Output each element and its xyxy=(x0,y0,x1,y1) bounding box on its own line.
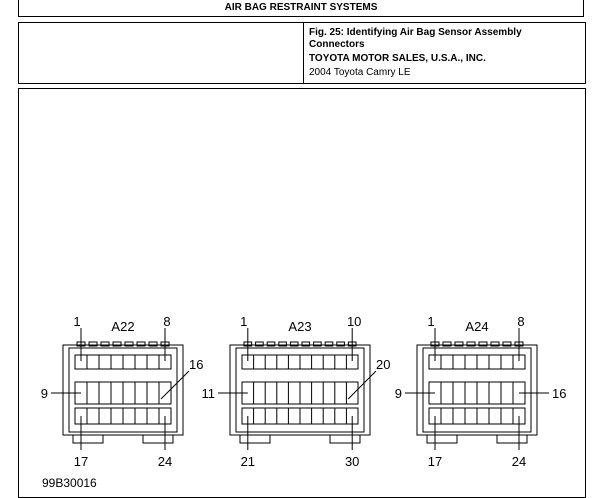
pin-label-top-right: 10 xyxy=(347,314,361,329)
connector-tab-left xyxy=(72,435,104,444)
vehicle: 2004 Toyota Camry LE xyxy=(309,67,411,78)
figure-info-box: Fig. 25: Identifying Air Bag Sensor Asse… xyxy=(18,22,586,84)
connector-lug xyxy=(266,341,276,347)
pin-label-top-left: 1 xyxy=(240,314,247,329)
connector-lug xyxy=(88,341,98,347)
pin-label-mid-right: 16 xyxy=(552,386,566,401)
pin-label-top-left: 1 xyxy=(427,314,434,329)
pin-label-bot-right: 30 xyxy=(345,454,359,469)
pin-label-mid-left: 9 xyxy=(41,386,48,401)
pin-label-top-right: 8 xyxy=(517,314,524,329)
connector-a23: A23 1 10 11 20 21 30 xyxy=(202,314,391,469)
pin-label-bot-right: 24 xyxy=(158,454,172,469)
figure-caption: Fig. 25: Identifying Air Bag Sensor Asse… xyxy=(309,27,522,50)
connector-lug xyxy=(148,341,158,347)
pin-label-mid-right: 16 xyxy=(189,357,203,372)
publisher: TOYOTA MOTOR SALES, U.S.A., INC. xyxy=(309,53,486,64)
connector-lug xyxy=(255,341,264,347)
connector-tab-right xyxy=(496,435,528,444)
connector-lug xyxy=(136,341,146,347)
connector-name: A22 xyxy=(111,319,134,334)
connector-name: A23 xyxy=(288,319,311,334)
pin-label-bot-left: 17 xyxy=(428,454,442,469)
pin-label-mid-left: 11 xyxy=(202,386,216,401)
pin-label-bot-left: 17 xyxy=(74,454,88,469)
leader-mid-right xyxy=(160,370,190,400)
pin-label-top-left: 1 xyxy=(73,314,80,329)
connector-tab-right xyxy=(329,435,361,444)
pin-label-bot-left: 21 xyxy=(241,454,255,469)
connector-body xyxy=(229,344,371,436)
connector-tab-left xyxy=(239,435,271,444)
info-divider xyxy=(303,23,304,83)
connector-lug xyxy=(466,341,476,347)
connector-lug xyxy=(442,341,452,347)
connector-lug xyxy=(301,341,311,347)
connector-tab-left xyxy=(426,435,458,444)
connector-body xyxy=(62,344,184,436)
connector-lug xyxy=(100,341,110,347)
figure-info-text: Fig. 25: Identifying Air Bag Sensor Asse… xyxy=(309,27,539,79)
connector-a24: A24 1 8 9 16 17 24 xyxy=(395,314,567,469)
connector-lug xyxy=(289,341,299,347)
leader-mid-right xyxy=(347,370,377,400)
connector-inner-frame xyxy=(68,347,178,433)
connector-lug xyxy=(313,341,322,347)
connector-lug xyxy=(490,341,500,347)
connector-diagram: A22 1 8 9 16 17 24 A23 1 10 11 20 21 30 A24 1 8 9 16 17 24 xyxy=(41,314,567,469)
diagram-code: 99B30016 xyxy=(42,476,97,490)
connector-body xyxy=(416,344,538,436)
connector-a22: A22 1 8 9 16 17 24 xyxy=(41,314,204,469)
connector-lug xyxy=(124,341,134,347)
connector-lug xyxy=(478,341,488,347)
pin-label-mid-left: 9 xyxy=(395,386,402,401)
connector-inner-frame xyxy=(422,347,532,433)
connector-lug xyxy=(454,341,464,347)
connector-lug xyxy=(502,341,512,347)
pin-label-mid-right: 20 xyxy=(376,357,390,372)
section-header: AIR BAG RESTRAINT SYSTEMS xyxy=(18,0,584,17)
connector-lug xyxy=(278,341,287,347)
connector-lug xyxy=(336,341,345,347)
pin-label-top-right: 8 xyxy=(163,314,170,329)
connector-lug xyxy=(112,341,122,347)
pin-label-bot-right: 24 xyxy=(512,454,526,469)
connector-inner-frame xyxy=(235,347,365,433)
connector-tab-right xyxy=(142,435,174,444)
connector-name: A24 xyxy=(465,319,488,334)
connector-lug xyxy=(324,341,334,347)
